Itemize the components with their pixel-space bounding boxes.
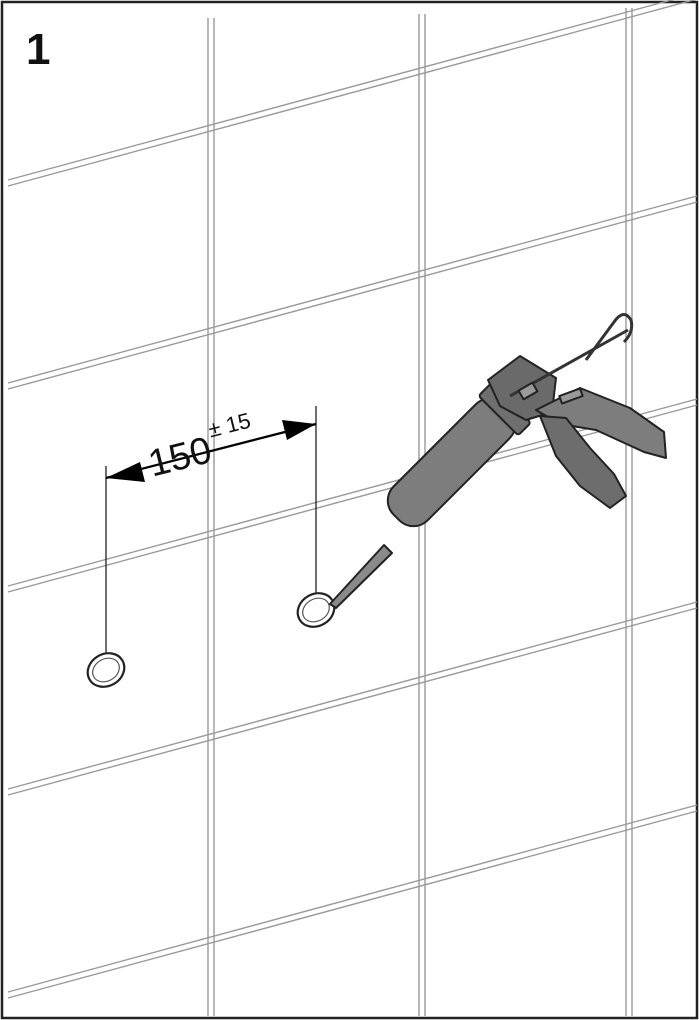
drill-hole-left xyxy=(86,652,126,688)
dimension-arrow xyxy=(105,420,317,482)
dimension-extension-lines xyxy=(105,406,317,654)
arrowhead-right-icon xyxy=(282,420,316,440)
drill-hole-icon xyxy=(86,652,126,688)
caulking-gun-icon xyxy=(329,313,667,609)
arrowhead-left-icon xyxy=(106,462,145,482)
step-number: 1 xyxy=(26,25,50,74)
tile-grid xyxy=(7,0,698,1016)
